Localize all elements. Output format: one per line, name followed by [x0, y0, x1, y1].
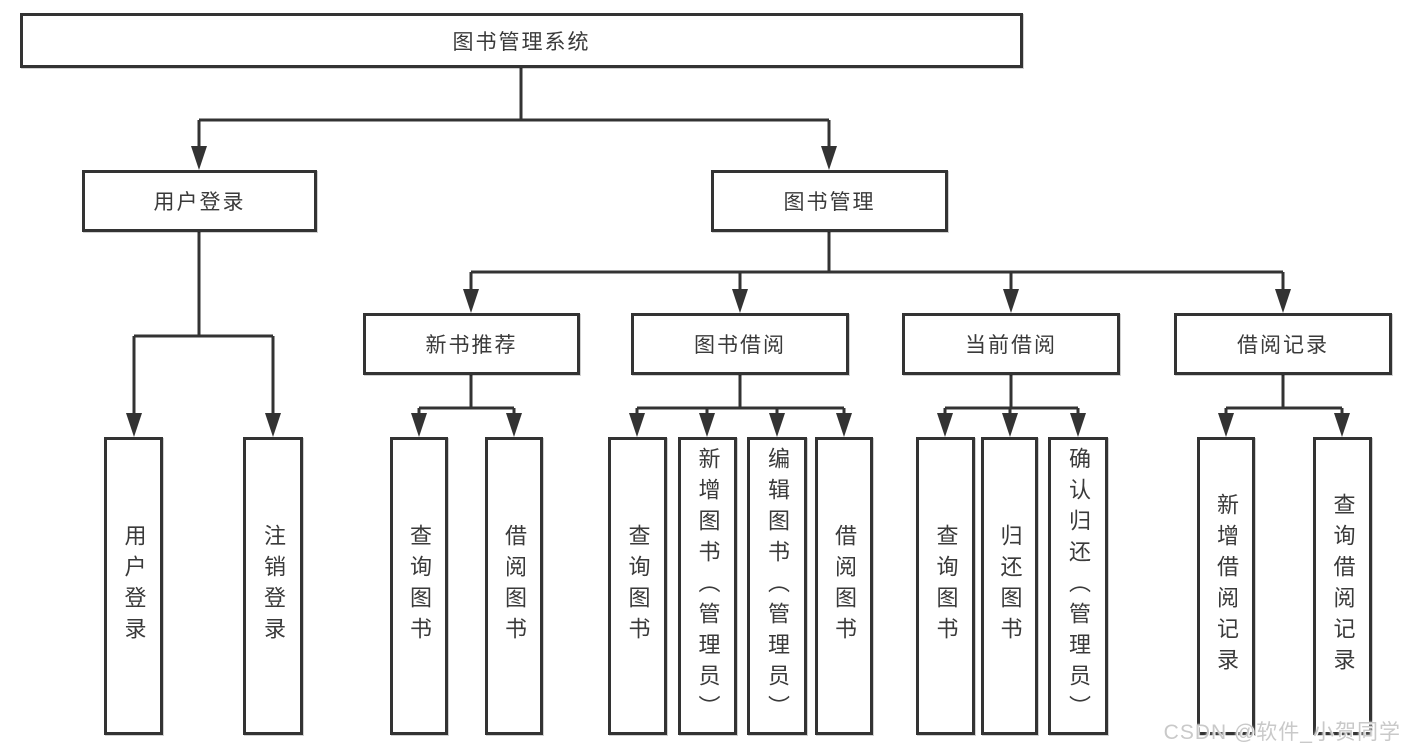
node-new-book-recommend: 新书推荐: [363, 313, 580, 375]
node-current-borrow: 当前借阅: [902, 313, 1120, 375]
leaf-current-return-books-label: 归还图书: [997, 524, 1023, 648]
leaf-logout-login-label: 注销登录: [261, 524, 286, 648]
leaf-borrow-query-books-label: 查询图书: [625, 524, 651, 648]
node-root-label: 图书管理系统: [452, 30, 591, 54]
leaf-borrow-add-books-admin: 新增图书（管理员）: [678, 437, 737, 735]
leaf-records-add-borrow-record: 新增借阅记录: [1197, 437, 1255, 735]
leaf-borrow-add-books-admin-label: 新增图书（管理员）: [695, 446, 721, 726]
leaf-recommend-query-books-label: 查询图书: [407, 524, 432, 648]
csdn-watermark: CSDN @软件_小贺同学: [1163, 721, 1401, 744]
leaf-current-confirm-return-admin: 确认归还（管理员）: [1048, 437, 1108, 735]
node-current-borrow-label: 当前借阅: [965, 334, 1057, 357]
node-book-management-label: 图书管理: [783, 191, 876, 214]
leaf-user-login-label: 用户登录: [121, 524, 147, 648]
node-book-management: 图书管理: [711, 170, 948, 232]
leaf-borrow-query-books: 查询图书: [608, 437, 667, 735]
node-user-login-label: 用户登录: [153, 191, 246, 214]
leaf-current-query-books-label: 查询图书: [933, 524, 959, 648]
node-new-book-recommend-label: 新书推荐: [425, 334, 518, 357]
leaf-recommend-borrow-books-label: 借阅图书: [502, 524, 527, 648]
leaf-borrow-edit-books-admin-label: 编辑图书（管理员）: [765, 446, 790, 726]
leaf-current-return-books: 归还图书: [981, 437, 1038, 735]
leaf-borrow-borrow-books-label: 借阅图书: [832, 524, 857, 648]
leaf-recommend-borrow-books: 借阅图书: [485, 437, 543, 735]
leaf-records-add-borrow-record-label: 新增借阅记录: [1214, 493, 1239, 679]
leaf-logout-login: 注销登录: [243, 437, 303, 735]
leaf-borrow-edit-books-admin: 编辑图书（管理员）: [747, 437, 807, 735]
leaf-current-query-books: 查询图书: [916, 437, 975, 735]
node-borrow-records-label: 借阅记录: [1237, 334, 1329, 357]
node-root-library-management-system: 图书管理系统: [20, 13, 1023, 68]
leaf-current-confirm-return-admin-label: 确认归还（管理员）: [1066, 446, 1091, 726]
node-book-borrow: 图书借阅: [631, 313, 849, 375]
leaf-records-query-borrow-record-label: 查询借阅记录: [1330, 493, 1356, 679]
leaf-recommend-query-books: 查询图书: [390, 437, 448, 735]
leaf-records-query-borrow-record: 查询借阅记录: [1313, 437, 1372, 735]
leaf-borrow-borrow-books: 借阅图书: [815, 437, 873, 735]
node-book-borrow-label: 图书借阅: [694, 334, 786, 357]
leaf-user-login: 用户登录: [104, 437, 163, 735]
node-borrow-records: 借阅记录: [1174, 313, 1392, 375]
node-user-login: 用户登录: [82, 170, 317, 232]
